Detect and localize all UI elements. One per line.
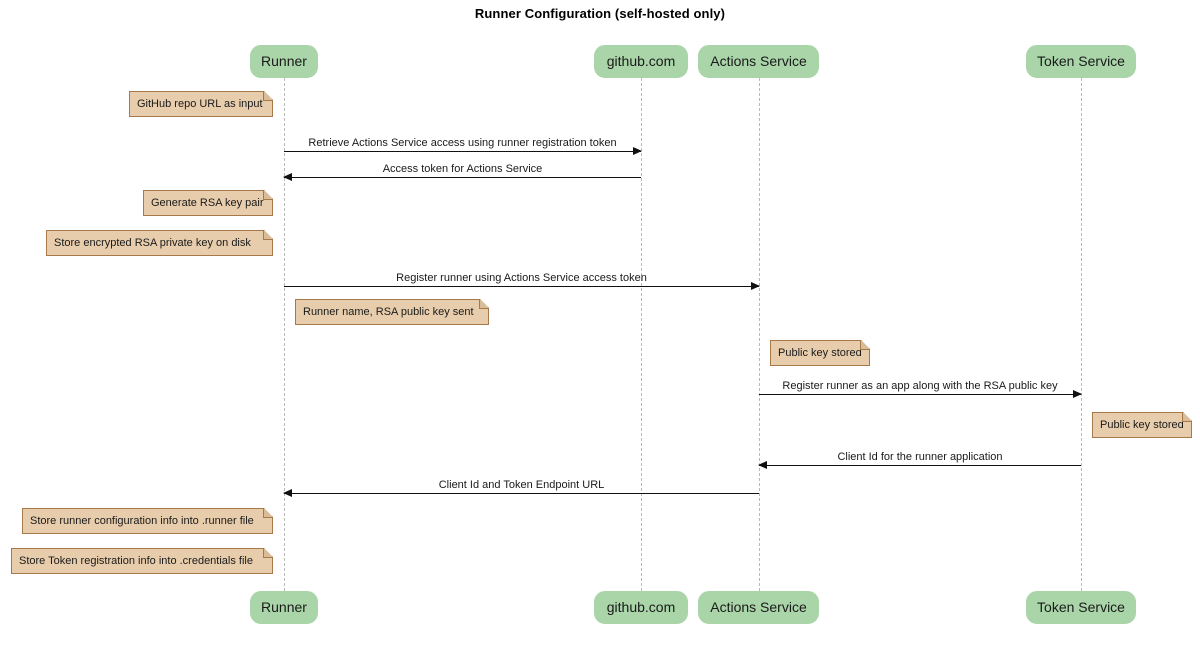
participant-token-top[interactable]: Token Service bbox=[1026, 45, 1136, 78]
message-line bbox=[284, 151, 641, 152]
note-n4: Runner name, RSA public key sent bbox=[295, 299, 489, 325]
arrowhead-icon bbox=[283, 489, 292, 497]
note-fold-corner-icon bbox=[263, 549, 272, 558]
arrowhead-icon bbox=[1073, 390, 1082, 398]
note-fold-corner-icon bbox=[1182, 413, 1191, 422]
message-m2: Access token for Actions Service bbox=[283, 163, 641, 181]
arrowhead-icon bbox=[758, 461, 767, 469]
note-label: Store runner configuration info into .ru… bbox=[30, 515, 254, 527]
participant-actions-bottom[interactable]: Actions Service bbox=[698, 591, 819, 624]
message-label: Register runner as an app along with the… bbox=[782, 380, 1058, 392]
note-fold-corner-icon bbox=[860, 341, 869, 350]
message-line bbox=[284, 177, 641, 178]
note-n6: Public key stored bbox=[1092, 412, 1192, 438]
note-label: GitHub repo URL as input bbox=[137, 98, 263, 110]
participant-token-bottom[interactable]: Token Service bbox=[1026, 591, 1136, 624]
note-n5: Public key stored bbox=[770, 340, 870, 366]
message-m4: Register runner as an app along with the… bbox=[759, 380, 1082, 398]
arrowhead-icon bbox=[751, 282, 760, 290]
message-label: Access token for Actions Service bbox=[382, 163, 543, 175]
note-label: Generate RSA key pair bbox=[151, 197, 264, 209]
participant-github-bottom[interactable]: github.com bbox=[594, 591, 688, 624]
note-label: Runner name, RSA public key sent bbox=[303, 306, 474, 318]
lifeline-github bbox=[641, 78, 642, 591]
arrowhead-icon bbox=[633, 147, 642, 155]
message-m6: Client Id and Token Endpoint URL bbox=[283, 479, 759, 497]
message-m3: Register runner using Actions Service ac… bbox=[284, 272, 760, 290]
message-line bbox=[284, 493, 759, 494]
lifeline-token bbox=[1081, 78, 1082, 591]
note-fold-corner-icon bbox=[263, 231, 272, 240]
participant-github-top[interactable]: github.com bbox=[594, 45, 688, 78]
note-label: Public key stored bbox=[778, 347, 862, 359]
message-line bbox=[759, 465, 1081, 466]
note-n8: Store Token registration info into .cred… bbox=[11, 548, 273, 574]
note-label: Store encrypted RSA private key on disk bbox=[54, 237, 251, 249]
message-m1: Retrieve Actions Service access using ru… bbox=[284, 137, 642, 155]
note-label: Public key stored bbox=[1100, 419, 1184, 431]
participant-runner-top[interactable]: Runner bbox=[250, 45, 318, 78]
note-n7: Store runner configuration info into .ru… bbox=[22, 508, 273, 534]
note-label: Store Token registration info into .cred… bbox=[19, 555, 253, 567]
note-n3: Store encrypted RSA private key on disk bbox=[46, 230, 273, 256]
lifeline-runner bbox=[284, 78, 285, 591]
message-m5: Client Id for the runner application bbox=[758, 451, 1081, 469]
note-n1: GitHub repo URL as input bbox=[129, 91, 273, 117]
participant-runner-bottom[interactable]: Runner bbox=[250, 591, 318, 624]
message-label: Client Id and Token Endpoint URL bbox=[438, 479, 605, 491]
message-label: Register runner using Actions Service ac… bbox=[396, 272, 647, 284]
message-label: Client Id for the runner application bbox=[837, 451, 1003, 463]
note-fold-corner-icon bbox=[479, 300, 488, 309]
note-fold-corner-icon bbox=[263, 509, 272, 518]
message-line bbox=[759, 394, 1081, 395]
arrowhead-icon bbox=[283, 173, 292, 181]
participant-actions-top[interactable]: Actions Service bbox=[698, 45, 819, 78]
message-line bbox=[284, 286, 759, 287]
note-n2: Generate RSA key pair bbox=[143, 190, 273, 216]
diagram-title: Runner Configuration (self-hosted only) bbox=[474, 6, 726, 21]
note-fold-corner-icon bbox=[263, 92, 272, 101]
note-fold-corner-icon bbox=[263, 191, 272, 200]
lifeline-actions bbox=[759, 78, 760, 591]
message-label: Retrieve Actions Service access using ru… bbox=[308, 137, 617, 149]
